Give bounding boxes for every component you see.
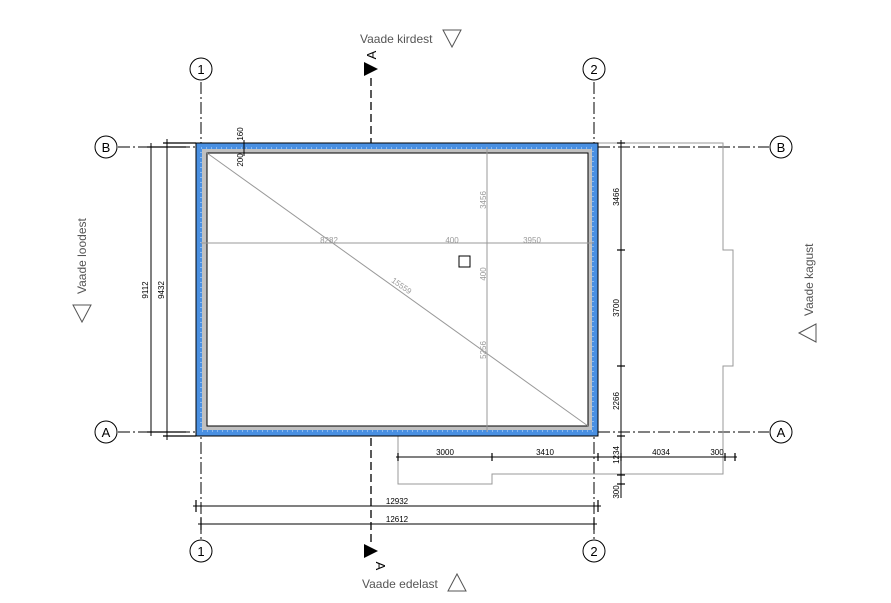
- svg-text:A: A: [777, 425, 786, 440]
- dim-label: 2266: [612, 392, 621, 410]
- grid-bubble-a-right: A: [769, 420, 793, 444]
- diagonal-dim: [206, 152, 589, 427]
- dim-label: 3950: [523, 236, 541, 245]
- grid-bubble-a-left: A: [94, 420, 118, 444]
- view-label-south-west: Vaade edelast: [362, 577, 439, 591]
- dim-label: 5256: [479, 341, 488, 359]
- dim-label: 300: [612, 485, 621, 499]
- svg-text:A: A: [364, 50, 379, 59]
- grid-bubble-1-bottom: 1: [189, 539, 213, 563]
- section-marker-bottom: A: [364, 544, 388, 571]
- grid-bubble-1-top: 1: [189, 57, 213, 81]
- dim-label: 3700: [612, 299, 621, 317]
- svg-text:1: 1: [197, 544, 204, 559]
- dim-label: 8282: [320, 236, 338, 245]
- view-triangle-icon: [72, 304, 92, 324]
- dim-label: 4034: [652, 448, 670, 457]
- grid-bubble-b-left: B: [94, 135, 118, 159]
- section-flag-icon: [364, 62, 378, 76]
- dim-label: 200: [236, 153, 245, 167]
- grid-bubble-2-top: 2: [582, 57, 606, 81]
- column-marker: [458, 255, 471, 268]
- view-triangle-icon: [442, 29, 462, 49]
- dim-label: 300: [710, 448, 724, 457]
- section-flag-icon: [364, 544, 378, 558]
- dim-label: 12932: [386, 497, 409, 506]
- dim-label: 3410: [536, 448, 554, 457]
- adjacent-outline: [397, 142, 734, 485]
- dim-label: 3000: [436, 448, 454, 457]
- svg-text:B: B: [777, 140, 786, 155]
- dim-label: 1234: [612, 446, 621, 464]
- dim-label: 9112: [141, 281, 150, 299]
- svg-text:1: 1: [197, 62, 204, 77]
- svg-text:A: A: [373, 562, 388, 571]
- view-triangle-icon: [447, 572, 467, 592]
- view-label-north-west: Vaade loodest: [75, 217, 89, 294]
- view-label-south-east: Vaade kagust: [802, 243, 816, 316]
- grid-bubble-b-right: B: [769, 135, 793, 159]
- view-label-north-east: Vaade kirdest: [360, 32, 433, 46]
- dim-label: 9432: [157, 281, 166, 299]
- svg-text:2: 2: [590, 544, 597, 559]
- dim-label: 12612: [386, 515, 409, 524]
- view-triangle-icon: [797, 323, 817, 343]
- dim-label: 160: [236, 127, 245, 141]
- section-marker-top: A: [364, 50, 379, 76]
- svg-text:B: B: [102, 140, 111, 155]
- dim-label: 400: [445, 236, 459, 245]
- dim-label: 3456: [479, 191, 488, 209]
- svg-text:2: 2: [590, 62, 597, 77]
- dim-label: 400: [479, 267, 488, 281]
- grid-bubble-2-bottom: 2: [582, 539, 606, 563]
- svg-text:A: A: [102, 425, 111, 440]
- dim-label: 3466: [612, 188, 621, 206]
- insulation-hatch: [200, 147, 594, 432]
